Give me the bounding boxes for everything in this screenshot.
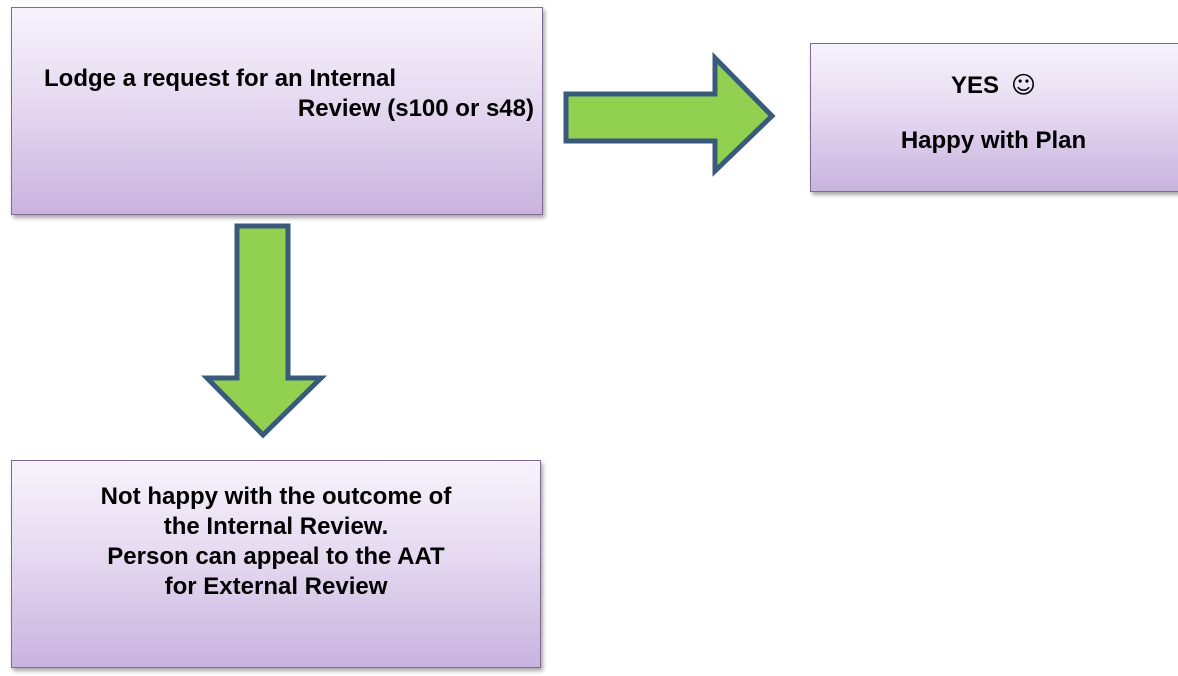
smiley-icon: ☺ — [1011, 71, 1037, 99]
lodge-request-box: Lodge a request for an Internal Review (… — [11, 7, 543, 215]
arrow-right-icon — [563, 51, 776, 177]
yes-happy-box: YES ☺ Happy with Plan — [810, 43, 1178, 192]
yes-title: YES ☺ — [811, 70, 1176, 101]
yes-label: YES — [950, 72, 999, 99]
appeal-line-1: Not happy with the outcome of — [100, 483, 452, 510]
appeal-line-2: the Internal Review. — [163, 513, 389, 540]
lodge-request-line-2: Review (s100 or s48) — [297, 95, 534, 122]
appeal-line-4: for External Review — [164, 573, 388, 600]
arrow-down-icon — [201, 223, 328, 439]
lodge-request-line-1: Lodge a request for an Internal — [44, 65, 397, 92]
appeal-line-3: Person can appeal to the AAT — [107, 543, 445, 570]
appeal-box: Not happy with the outcome of the Intern… — [11, 460, 541, 668]
happy-with-plan-label: Happy with Plan — [900, 127, 1087, 154]
